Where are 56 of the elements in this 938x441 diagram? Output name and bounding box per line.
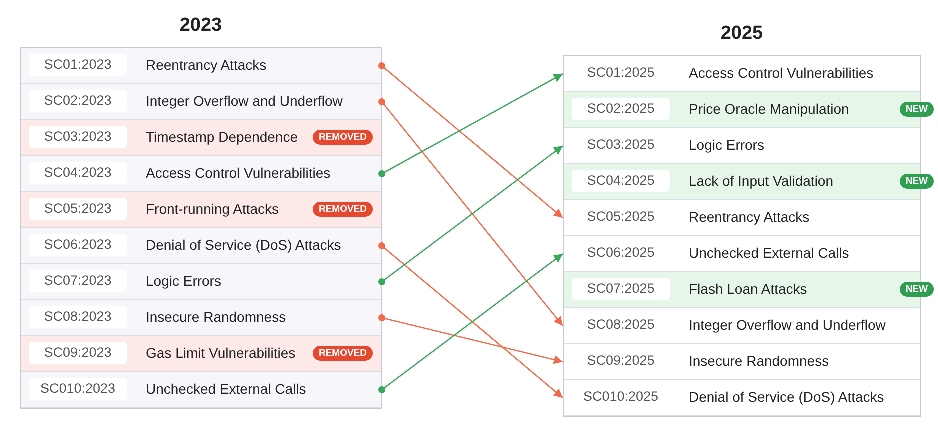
risk-name: Integer Overflow and Underflow <box>689 316 886 335</box>
table-row <box>21 372 381 408</box>
risk-name: Integer Overflow and Underflow <box>146 92 343 111</box>
risk-name: Denial of Service (DoS) Attacks <box>146 236 342 255</box>
risk-name: Access Control Vulnerabilities <box>689 64 874 83</box>
column-heading: 2025 <box>720 23 764 45</box>
table-row <box>21 264 381 300</box>
code-label: SC04:2023 <box>29 162 127 184</box>
risk-name: Reentrancy Attacks <box>146 56 267 75</box>
arrow <box>378 314 564 364</box>
arrow <box>378 145 564 286</box>
table-row <box>21 156 381 192</box>
code-label: SC07:2023 <box>29 270 127 292</box>
arrow <box>378 62 564 218</box>
risk-name: Access Control Vulnerabilities <box>146 164 331 183</box>
table-row <box>21 336 381 372</box>
risk-name: Insecure Randomness <box>689 352 830 371</box>
code-label: SC02:2023 <box>29 90 127 112</box>
arrow <box>378 98 564 326</box>
risk-name: Unchecked External Calls <box>689 244 850 263</box>
table-row <box>21 120 381 156</box>
code-label: SC08:2023 <box>29 306 127 328</box>
risk-name: Reentrancy Attacks <box>689 208 810 227</box>
status-badge: REMOVED <box>312 202 373 217</box>
risk-name: Price Oracle Manipulation <box>689 100 850 119</box>
table-row <box>21 84 381 120</box>
risk-name: Unchecked External Calls <box>146 380 306 399</box>
risk-name: Gas Limit Vulnerabilities <box>146 344 296 363</box>
table-row <box>21 228 381 264</box>
risk-name: Logic Errors <box>689 136 764 155</box>
risk-name: Front-running Attacks <box>146 200 280 219</box>
code-label: SC05:2023 <box>29 198 127 220</box>
risk-name: Flash Loan Attacks <box>689 280 808 299</box>
risk-name: Denial of Service (DoS) Attacks <box>689 388 884 407</box>
code-label: SC01:2023 <box>29 54 127 76</box>
code-label: SC04:2025 <box>572 170 670 192</box>
table-row <box>21 48 381 84</box>
arrow <box>378 73 564 178</box>
code-label: SC03:2023 <box>29 126 127 148</box>
risk-name: Insecure Randomness <box>146 308 286 327</box>
code-label: SC07:2025 <box>572 278 670 300</box>
code-label: SC02:2025 <box>572 98 670 120</box>
status-badge: NEW <box>900 102 934 117</box>
code-label: SC06:2023 <box>29 234 127 256</box>
risk-name: Timestamp Dependence <box>146 128 298 147</box>
code-label: SC010:2023 <box>29 378 127 400</box>
status-badge: REMOVED <box>312 346 373 361</box>
status-badge: NEW <box>900 282 934 297</box>
risk-name: Lack of Input Validation <box>689 172 834 191</box>
code-label: SC09:2023 <box>29 342 127 364</box>
table-row <box>21 300 381 336</box>
status-badge: REMOVED <box>312 130 373 145</box>
column-heading: 2023 <box>178 15 224 37</box>
risk-name: Logic Errors <box>146 272 222 291</box>
table-row <box>21 192 381 228</box>
status-badge: NEW <box>900 174 934 189</box>
